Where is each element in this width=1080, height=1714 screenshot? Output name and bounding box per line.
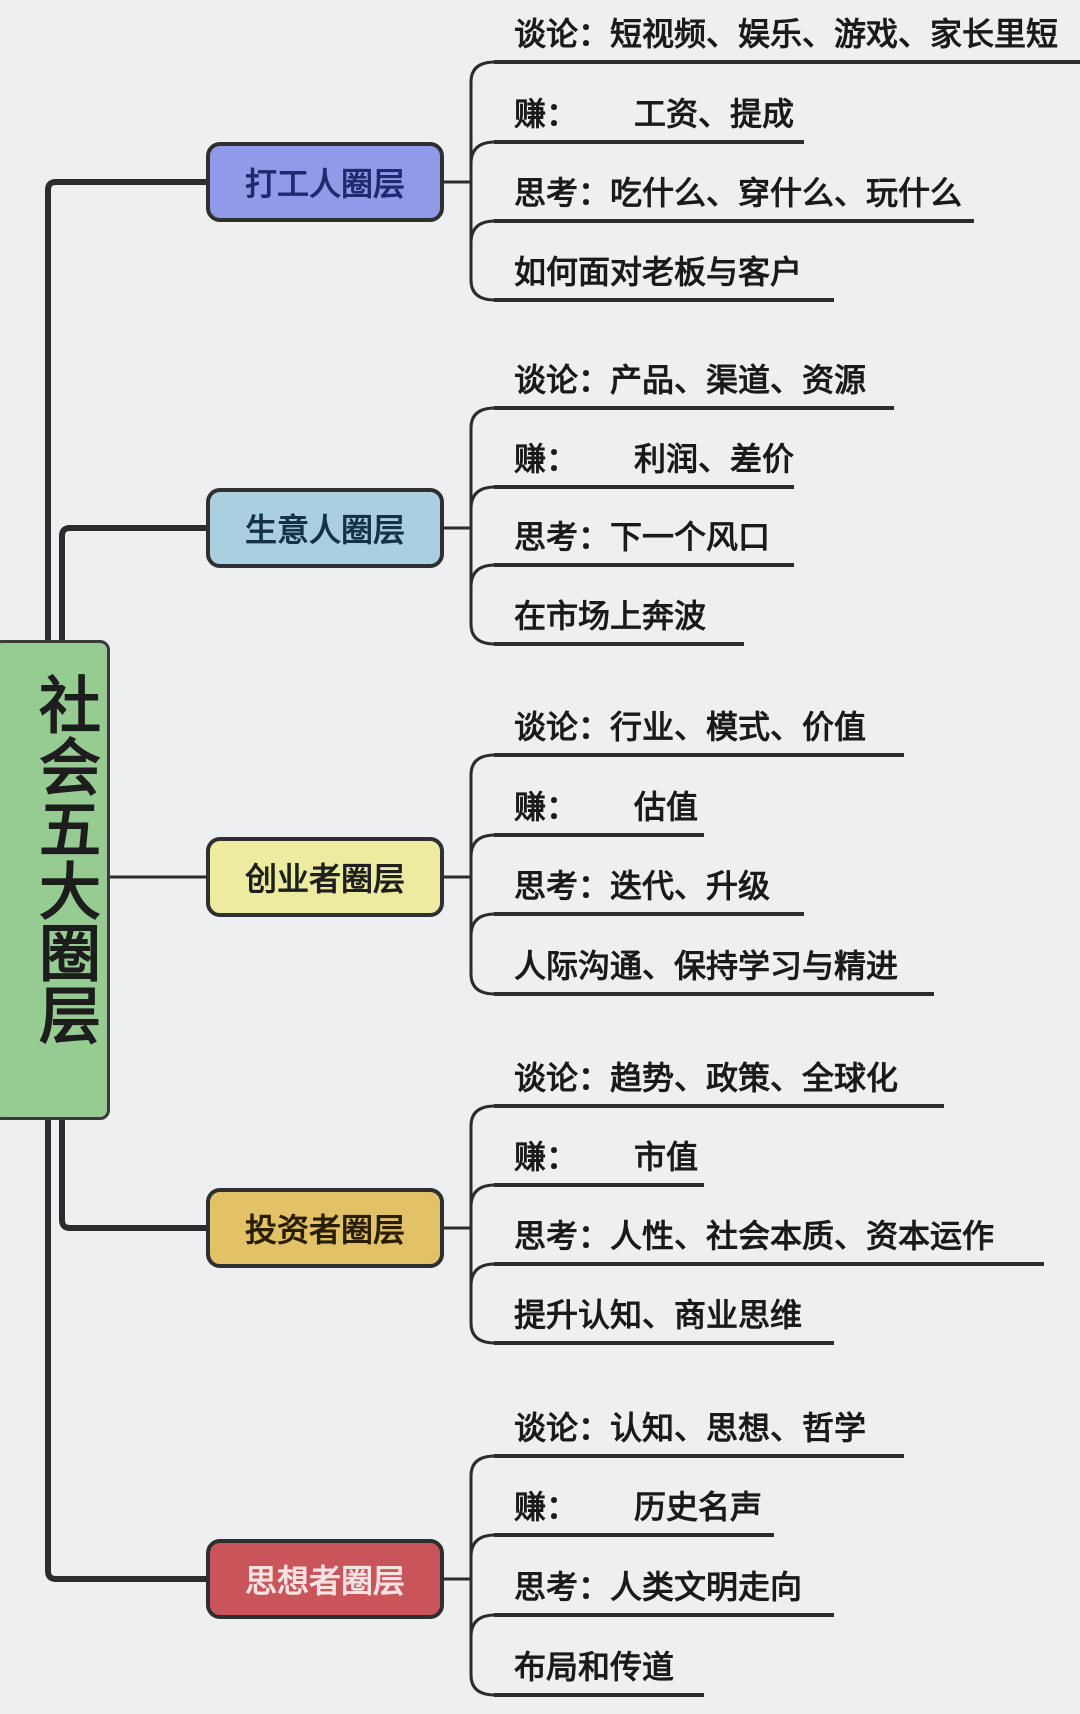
root-title: 社会五大圈层 bbox=[28, 673, 101, 1045]
item-value: 行业、模式、价值 bbox=[610, 708, 867, 746]
branch-bracket bbox=[45, 179, 206, 640]
circle-node-5: 思想者圈层 bbox=[206, 1539, 444, 1619]
circle-5-item-4: 布局和传道 bbox=[514, 1647, 674, 1687]
item-value: 产品、渠道、资源 bbox=[610, 361, 867, 399]
circle-5-item-3: 思考：人类文明走向 bbox=[514, 1567, 802, 1607]
branch-bracket bbox=[45, 1120, 206, 1582]
branch-bracket bbox=[469, 563, 496, 588]
circle-4-item-1: 谈论：趋势、政策、全球化 bbox=[514, 1058, 898, 1098]
branch-bracket bbox=[469, 753, 496, 996]
item-label: 赚： bbox=[514, 440, 579, 478]
item-value: 迭代、升级 bbox=[610, 867, 771, 905]
circle-4-item-4: 提升认知、商业思维 bbox=[514, 1295, 802, 1335]
item-value: 如何面对老板与客户 bbox=[514, 253, 803, 291]
circle-1-item-3: 思考：吃什么、穿什么、玩什么 bbox=[514, 173, 962, 213]
branch-bracket bbox=[469, 1613, 496, 1638]
circle-3-item-3: 思考：迭代、升级 bbox=[514, 866, 770, 906]
circle-2-item-2: 赚： 利润、差价 bbox=[514, 439, 794, 479]
branch-bracket bbox=[469, 1454, 496, 1697]
branch-bracket bbox=[469, 1104, 496, 1345]
item-value: 人类文明走向 bbox=[610, 1568, 803, 1606]
circle-3-item-2: 赚： 估值 bbox=[514, 787, 698, 827]
branch-bracket bbox=[469, 60, 496, 302]
item-value: 趋势、政策、全球化 bbox=[610, 1059, 899, 1097]
item-label: 思考： bbox=[514, 867, 611, 905]
item-value: 认知、思想、哲学 bbox=[610, 1409, 867, 1447]
item-value: 吃什么、穿什么、玩什么 bbox=[610, 174, 963, 212]
item-value: 提升认知、商业思维 bbox=[514, 1296, 803, 1334]
item-label: 谈论： bbox=[514, 708, 611, 746]
item-label: 思考： bbox=[514, 1568, 611, 1606]
root-node: 社会五大圈层 bbox=[0, 640, 110, 1120]
circle-5-item-1: 谈论：认知、思想、哲学 bbox=[514, 1408, 866, 1448]
item-value: 布局和传道 bbox=[514, 1648, 675, 1686]
item-value: 在市场上奔波 bbox=[514, 597, 707, 635]
circle-node-2: 生意人圈层 bbox=[206, 488, 444, 568]
branch-bracket bbox=[59, 525, 206, 640]
circle-2-item-3: 思考：下一个风口 bbox=[514, 517, 770, 557]
circle-node-1: 打工人圈层 bbox=[206, 142, 444, 222]
circle-1-item-4: 如何面对老板与客户 bbox=[514, 252, 802, 292]
item-value: 利润、差价 bbox=[634, 440, 795, 478]
circle-5-item-2: 赚： 历史名声 bbox=[514, 1487, 762, 1527]
circle-1-item-1: 谈论：短视频、娱乐、游戏、家长里短 bbox=[514, 14, 1058, 54]
branch-bracket bbox=[469, 1262, 496, 1287]
item-value: 人性、社会本质、资本运作 bbox=[610, 1217, 995, 1255]
circle-node-3: 创业者圈层 bbox=[206, 837, 444, 917]
item-label: 谈论： bbox=[514, 1409, 611, 1447]
item-label: 思考： bbox=[514, 1217, 611, 1255]
item-label: 赚： bbox=[514, 1488, 579, 1526]
circle-1-item-2: 赚： 工资、提成 bbox=[514, 94, 794, 134]
item-value: 短视频、娱乐、游戏、家长里短 bbox=[610, 15, 1059, 53]
item-label: 赚： bbox=[514, 1138, 579, 1176]
branch-bracket bbox=[469, 140, 496, 165]
branch-bracket bbox=[469, 833, 496, 858]
item-value: 估值 bbox=[634, 788, 699, 826]
item-label: 谈论： bbox=[514, 1059, 611, 1097]
branch-bracket bbox=[469, 1533, 496, 1558]
item-value: 市值 bbox=[634, 1138, 699, 1176]
branch-bracket bbox=[469, 219, 496, 244]
item-label: 赚： bbox=[514, 95, 579, 133]
item-label: 思考： bbox=[514, 518, 611, 556]
item-value: 下一个风口 bbox=[610, 518, 771, 556]
circle-4-item-3: 思考：人性、社会本质、资本运作 bbox=[514, 1216, 994, 1256]
item-value: 历史名声 bbox=[634, 1488, 763, 1526]
circle-2-item-1: 谈论：产品、渠道、资源 bbox=[514, 360, 866, 400]
branch-bracket bbox=[469, 485, 496, 510]
item-label: 谈论： bbox=[514, 361, 611, 399]
circle-3-item-1: 谈论：行业、模式、价值 bbox=[514, 707, 866, 747]
branch-bracket bbox=[469, 1183, 496, 1208]
circle-2-item-4: 在市场上奔波 bbox=[514, 596, 706, 636]
item-value: 工资、提成 bbox=[634, 95, 795, 133]
circle-3-item-4: 人际沟通、保持学习与精进 bbox=[514, 946, 898, 986]
item-label: 赚： bbox=[514, 788, 579, 826]
circle-4-item-2: 赚： 市值 bbox=[514, 1137, 698, 1177]
circle-node-4: 投资者圈层 bbox=[206, 1188, 444, 1268]
item-value: 人际沟通、保持学习与精进 bbox=[514, 947, 899, 985]
item-label: 谈论： bbox=[514, 15, 611, 53]
branch-bracket bbox=[469, 406, 496, 646]
branch-bracket bbox=[469, 912, 496, 937]
branch-bracket bbox=[59, 1120, 206, 1231]
item-label: 思考： bbox=[514, 174, 611, 212]
